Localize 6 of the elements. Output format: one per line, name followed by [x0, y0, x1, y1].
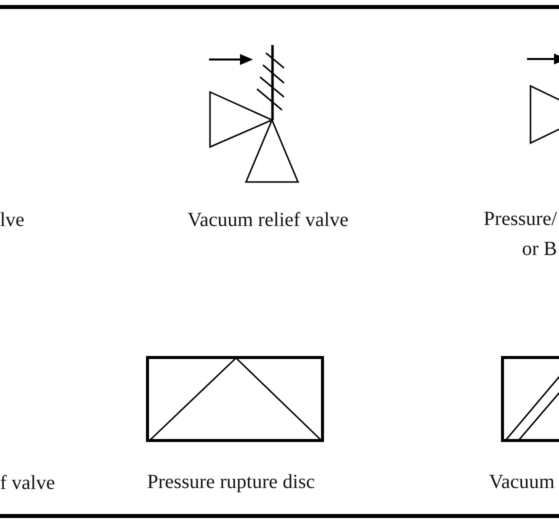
symbol-caption: f valve	[0, 471, 55, 495]
symbol-caption: Pressure/ or B	[482, 207, 557, 262]
symbol-caption: lve	[0, 208, 24, 232]
symbol-caption: Pressure rupture disc	[147, 470, 315, 494]
symbol-caption: Vacuum	[489, 470, 555, 494]
symbol-caption: Vacuum relief valve	[187, 208, 349, 232]
